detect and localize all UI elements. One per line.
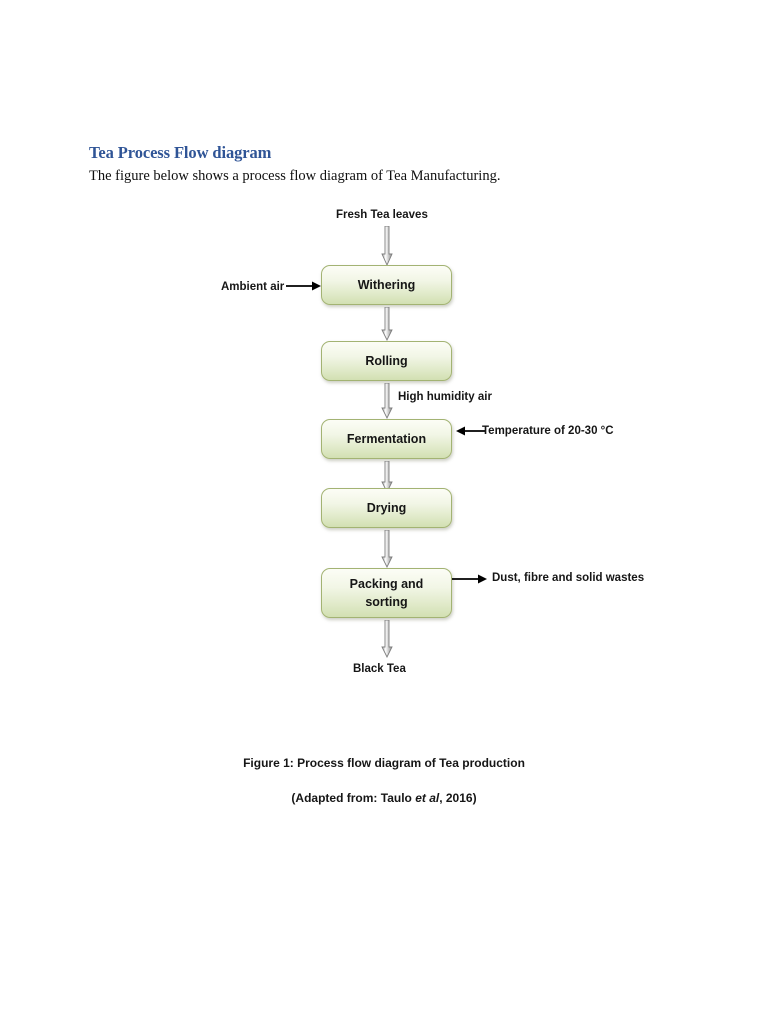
figure-caption-line-1: Figure 1: Process flow diagram of Tea pr… — [243, 756, 525, 770]
caption-source-suffix: , 2016) — [439, 791, 477, 805]
diagram-label-fresh-tea-leaves: Fresh Tea leaves — [336, 209, 428, 221]
flow-arrow-input-to-withering — [381, 226, 393, 266]
caption-source-prefix: (Adapted from: Taulo — [291, 791, 416, 805]
process-box-packing-label-line1: Packing and — [349, 576, 424, 591]
figure-caption-line-2: (Adapted from: Taulo et al, 2016) — [0, 791, 768, 805]
process-box-rolling[interactable]: Rolling — [321, 341, 452, 381]
process-box-fermentation-label: Fermentation — [346, 431, 427, 446]
diagram-label-black-tea: Black Tea — [353, 663, 406, 675]
intro-paragraph: The figure below shows a process flow di… — [89, 168, 501, 184]
process-box-withering-label: Withering — [357, 277, 416, 292]
flow-arrow-packing-to-output — [381, 620, 393, 658]
diagram-label-temperature: Temperature of 20-30 °C — [482, 425, 614, 437]
side-arrow-wastes — [452, 573, 488, 585]
side-arrow-temperature — [456, 425, 486, 437]
page-title: Tea Process Flow diagram — [89, 143, 272, 162]
process-box-drying[interactable]: Drying — [321, 488, 452, 528]
diagram-label-ambient-air: Ambient air — [221, 281, 285, 293]
diagram-label-wastes: Dust, fibre and solid wastes — [492, 572, 645, 584]
process-box-packing-and-sorting[interactable]: Packing and sorting — [321, 568, 452, 618]
flow-arrow-rolling-to-fermentation — [381, 383, 393, 419]
caption-source-etal: et al — [415, 791, 440, 805]
flow-arrow-fermentation-to-drying — [381, 461, 393, 493]
side-arrow-ambient-air — [286, 280, 322, 292]
process-box-packing-label-line2: sorting — [365, 595, 408, 609]
process-box-fermentation[interactable]: Fermentation — [321, 419, 452, 459]
process-box-withering[interactable]: Withering — [321, 265, 452, 305]
process-box-drying-label: Drying — [366, 500, 407, 515]
flow-arrow-withering-to-rolling — [381, 307, 393, 341]
flow-arrow-drying-to-packing — [381, 530, 393, 568]
diagram-label-high-humidity-air: High humidity air — [398, 391, 492, 403]
process-box-rolling-label: Rolling — [365, 353, 408, 368]
